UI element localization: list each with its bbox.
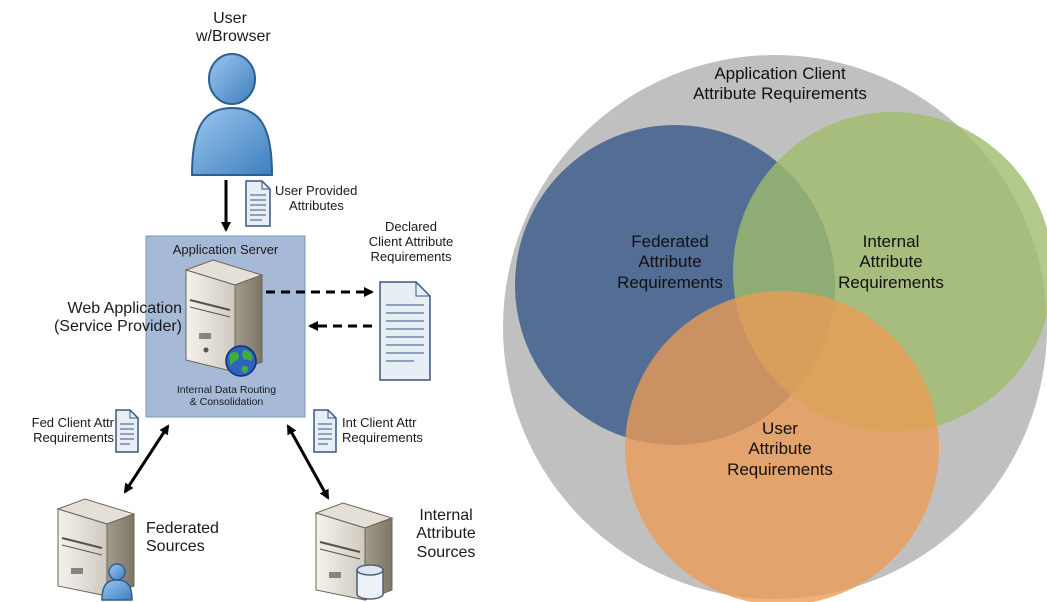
web-application-label: Web Application (Service Provider) <box>53 300 182 336</box>
fed-client-requirements-label: Fed Client Attr Requirements <box>31 415 114 445</box>
internal-sources-label: Internal Attribute Sources <box>416 507 476 561</box>
venn-user-circle <box>625 291 939 602</box>
venn-internal-label: Internal Attribute Requirements <box>838 232 944 292</box>
int-client-requirements-label: Int Client Attr Requirements <box>342 415 423 445</box>
federated-person-icon <box>101 563 133 601</box>
internal-server-icon <box>314 502 394 601</box>
venn-outer-label: Application Client Attribute Requirement… <box>693 64 867 104</box>
int-client-document-icon <box>313 409 337 453</box>
internal-link-arrow <box>286 424 330 500</box>
federated-sources-label: Federated Sources <box>146 520 219 556</box>
database-icon <box>356 564 384 600</box>
internal-data-routing-label: Internal Data Routing & Consolidation <box>176 384 277 409</box>
fed-client-document-icon <box>115 409 139 453</box>
user-icon <box>190 53 274 176</box>
user-provided-attributes-label: User Provided Attributes <box>275 183 358 213</box>
venn-federated-label: Federated Attribute Requirements <box>617 232 723 292</box>
venn-user-label: User Attribute Requirements <box>727 419 833 479</box>
user-provided-document-icon <box>245 180 271 227</box>
user-label: User w/Browser <box>196 10 271 46</box>
venn-diagram <box>503 55 1047 602</box>
declared-requirements-label: Declared Client Attribute Requirements <box>368 219 454 264</box>
globe-icon <box>225 345 257 377</box>
declared-requirements-document-icon <box>379 281 431 381</box>
application-server-title: Application Server <box>172 242 279 257</box>
federated-link-arrow <box>123 424 170 494</box>
